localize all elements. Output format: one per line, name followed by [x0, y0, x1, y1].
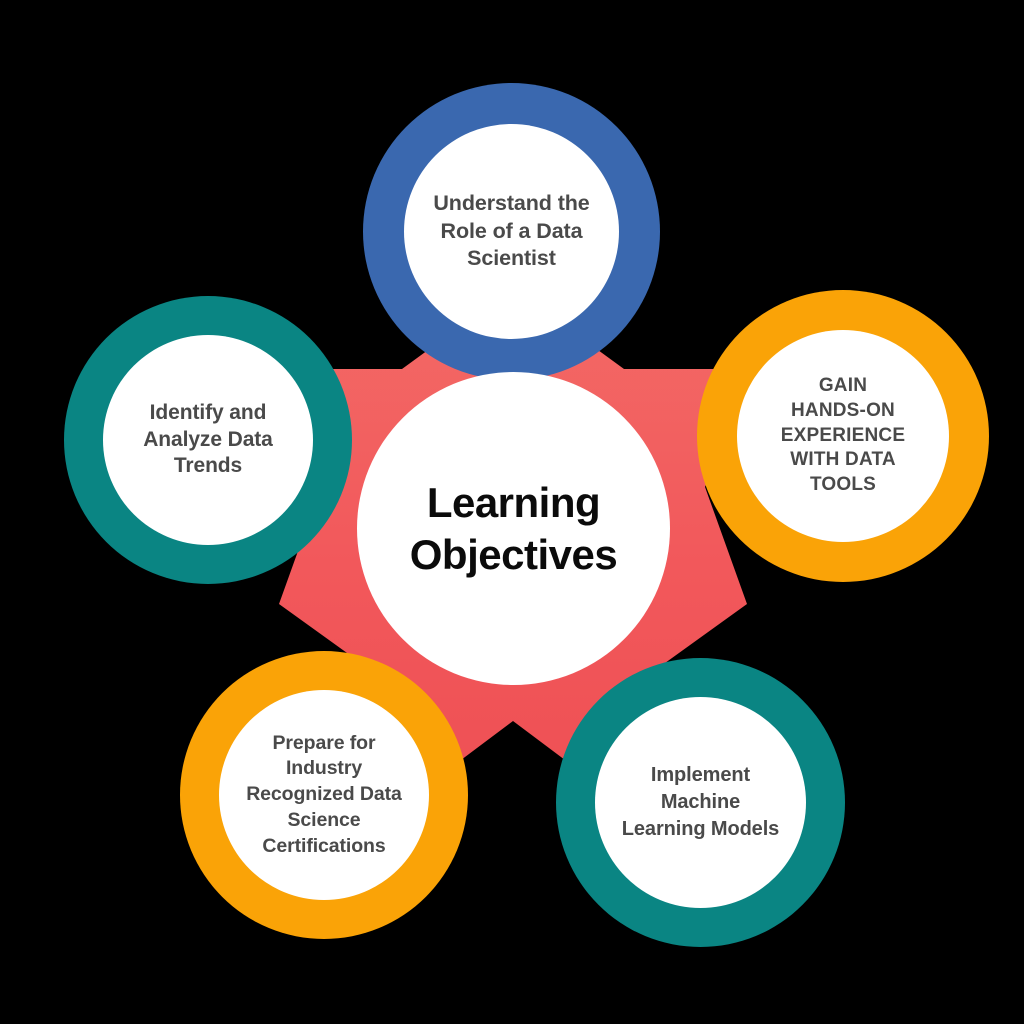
petal-label-understand-role: Understand the Role of a Data Scientist: [433, 191, 590, 271]
center-hub[interactable]: Learning Objectives: [357, 372, 670, 685]
petal-prepare-certifications[interactable]: Prepare for Industry Recognized Data Sci…: [180, 651, 468, 939]
petal-understand-role[interactable]: Understand the Role of a Data Scientist: [363, 83, 660, 380]
diagram-title: Learning Objectives: [409, 479, 618, 578]
petal-hands-on-tools[interactable]: GAIN HANDS-ON EXPERIENCE WITH DATA TOOLS: [697, 290, 989, 582]
petal-inner-disc: Implement Machine Learning Models: [595, 697, 806, 908]
petal-inner-disc: Understand the Role of a Data Scientist: [404, 124, 619, 339]
petal-label-prepare-certifications: Prepare for Industry Recognized Data Sci…: [246, 731, 402, 857]
petal-identify-analyze-trends[interactable]: Identify and Analyze Data Trends: [64, 296, 352, 584]
petal-inner-disc: Prepare for Industry Recognized Data Sci…: [219, 690, 429, 900]
petal-label-hands-on-tools: GAIN HANDS-ON EXPERIENCE WITH DATA TOOLS: [780, 375, 906, 496]
petal-label-identify-analyze-trends: Identify and Analyze Data Trends: [143, 400, 273, 478]
petal-inner-disc: Identify and Analyze Data Trends: [103, 335, 313, 545]
petal-inner-disc: GAIN HANDS-ON EXPERIENCE WITH DATA TOOLS: [737, 330, 949, 542]
petal-implement-ml-models[interactable]: Implement Machine Learning Models: [556, 658, 845, 947]
petal-label-implement-ml-models: Implement Machine Learning Models: [621, 764, 780, 840]
